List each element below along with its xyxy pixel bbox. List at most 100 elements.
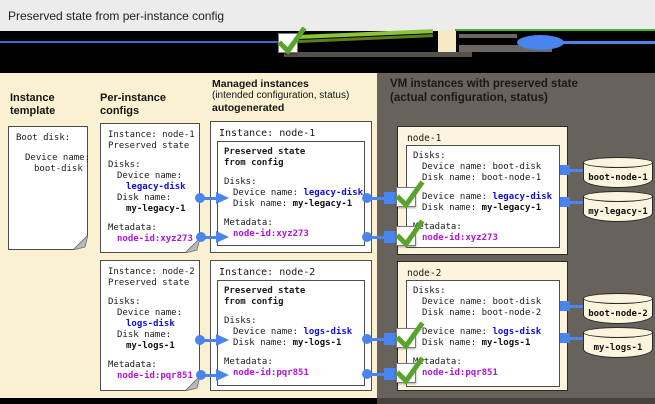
legend-green-line-right (455, 29, 655, 31)
vm-instance-title: node-1 (407, 133, 442, 144)
page-fold-icon (73, 235, 88, 250)
boot-device-line: Device name: boot-disk (422, 297, 542, 307)
legend-beige-square (438, 30, 456, 52)
text-line: Disk name: (117, 193, 172, 203)
vm-instance-box-node-2: node-2 Disks: Device name: boot-disk Dis… (397, 261, 568, 391)
connector-line (570, 201, 585, 204)
connector-dot (362, 334, 372, 344)
connector-line (203, 339, 219, 342)
legend-checkbox (277, 26, 307, 55)
connector-line (204, 236, 219, 239)
green-check-icon (395, 180, 425, 209)
text-line: Metadata: (108, 223, 157, 233)
connector-line (203, 197, 219, 200)
text-line: from config (224, 297, 284, 307)
text-line: Preserved state (108, 141, 190, 151)
connector-square (384, 192, 396, 204)
disk-cylinder-my-logs-1: my-logs-1 (583, 327, 653, 358)
arrow-right-icon (216, 192, 229, 204)
green-check-icon (395, 219, 425, 248)
device-name-label: Device name: (422, 327, 493, 337)
disk-name-line: Disk name: my-logs-1 (224, 338, 364, 349)
title-bar: Preserved state from per-instance config (0, 0, 655, 31)
disk-label: boot-node-1 (588, 173, 648, 183)
status-checkbox (395, 356, 425, 385)
disk-name-value: my-legacy-1 (481, 203, 542, 213)
device-name-line: Device name: logs-disk (413, 327, 559, 338)
device-name-value: legacy-disk (126, 182, 186, 192)
text-line: Disk name: (117, 330, 172, 340)
metadata-value: node-id:xyz273 (422, 233, 498, 243)
page-fold-icon (185, 238, 200, 253)
connector-square (384, 368, 396, 380)
connector-square (384, 333, 396, 345)
connector-dot (362, 193, 372, 203)
disk-label: boot-node-2 (588, 309, 648, 319)
text-line: Instance: node-1 (108, 130, 195, 140)
per-instance-config-box-node-2: Instance: node-2 Preserved state Disks: … (100, 260, 200, 391)
text-line: Preserved state (224, 286, 306, 296)
bottom-border-left (0, 398, 377, 404)
vm-config-inner-box: Disks: Device name: boot-disk Disk name:… (406, 280, 560, 387)
instance-template-box: Boot disk: Device name: boot-disk (8, 126, 90, 250)
bottom-border-right (377, 398, 655, 404)
disk-cylinder-my-legacy-1: my-legacy-1 (583, 191, 653, 222)
arrow-right-icon (216, 231, 229, 243)
boot-device-line: Device name: boot-disk (422, 162, 542, 172)
device-name-value: logs-disk (303, 327, 353, 337)
text-line: Metadata: (413, 222, 462, 232)
device-name-value: legacy-disk (492, 192, 553, 202)
disk-name-label: Disk name: (422, 338, 482, 348)
device-name-label: Device name: (422, 192, 493, 202)
text-line: Preserved state (108, 278, 190, 288)
managed-instance-box-node-2: Instance: node-2 Preserved state from co… (210, 260, 372, 391)
arrow-right-icon (216, 369, 229, 381)
text-line: from config (224, 158, 284, 168)
vm-header-line2: (actual configuration, status) (390, 92, 548, 104)
status-checkbox (395, 321, 425, 350)
connector-line (370, 197, 386, 200)
connector-square (560, 333, 570, 343)
disk-name-label: Disk name: (422, 203, 482, 213)
disk-cylinder-boot-node-1: boot-node-1 (583, 157, 653, 188)
device-name-line: Device name: legacy-disk (224, 188, 364, 199)
text-line: Disks: (413, 286, 446, 296)
legend-blue-line-right (540, 41, 655, 44)
device-name-value: logs-disk (126, 319, 175, 329)
vm-instance-box-node-1: node-1 Disks: Device name: boot-disk Dis… (397, 126, 568, 255)
managed-instance-title: Instance: node-2 (219, 267, 316, 278)
text-line: Boot disk: (16, 133, 71, 143)
connector-line (370, 338, 386, 341)
device-name-value: legacy-disk (303, 188, 364, 198)
connector-dot (196, 232, 206, 242)
connector-square (560, 197, 570, 207)
boot-disk-line: Disk name: boot-node-1 (422, 173, 542, 183)
text-line: Disks: (108, 297, 141, 307)
text-line: Disks: (224, 177, 257, 187)
connector-line (370, 373, 386, 376)
green-check-icon (277, 26, 307, 55)
arrow-right-icon (216, 334, 229, 346)
disk-name-value: my-logs-1 (126, 341, 175, 351)
legend-gray-bar-3 (459, 45, 552, 52)
device-name-label: Device name: (233, 188, 304, 198)
disk-name-line: Disk name: my-logs-1 (413, 338, 559, 349)
device-name-value: logs-disk (492, 327, 542, 337)
text-line: boot-disk (34, 164, 83, 174)
connector-line (570, 305, 585, 308)
text-line: Disks: (108, 160, 141, 170)
metadata-value: node-id:xyz273 (233, 229, 309, 239)
disk-label: my-logs-1 (593, 343, 643, 353)
status-checkbox (395, 219, 425, 248)
disk-name-line: Disk name: my-legacy-1 (413, 203, 559, 214)
legend-blue-line-left (0, 41, 279, 43)
device-name-line: Device name: legacy-disk (413, 192, 559, 203)
disk-name-value: my-logs-1 (481, 338, 531, 348)
cylinder-top (583, 293, 653, 304)
text-line: Device name: (117, 308, 183, 318)
connector-line (570, 169, 585, 172)
vm-header-line1: VM instances with preserved state (390, 78, 578, 90)
text-line: Metadata: (108, 360, 157, 370)
vm-config-inner-box: Disks: Device name: boot-disk Disk name:… (406, 145, 560, 248)
